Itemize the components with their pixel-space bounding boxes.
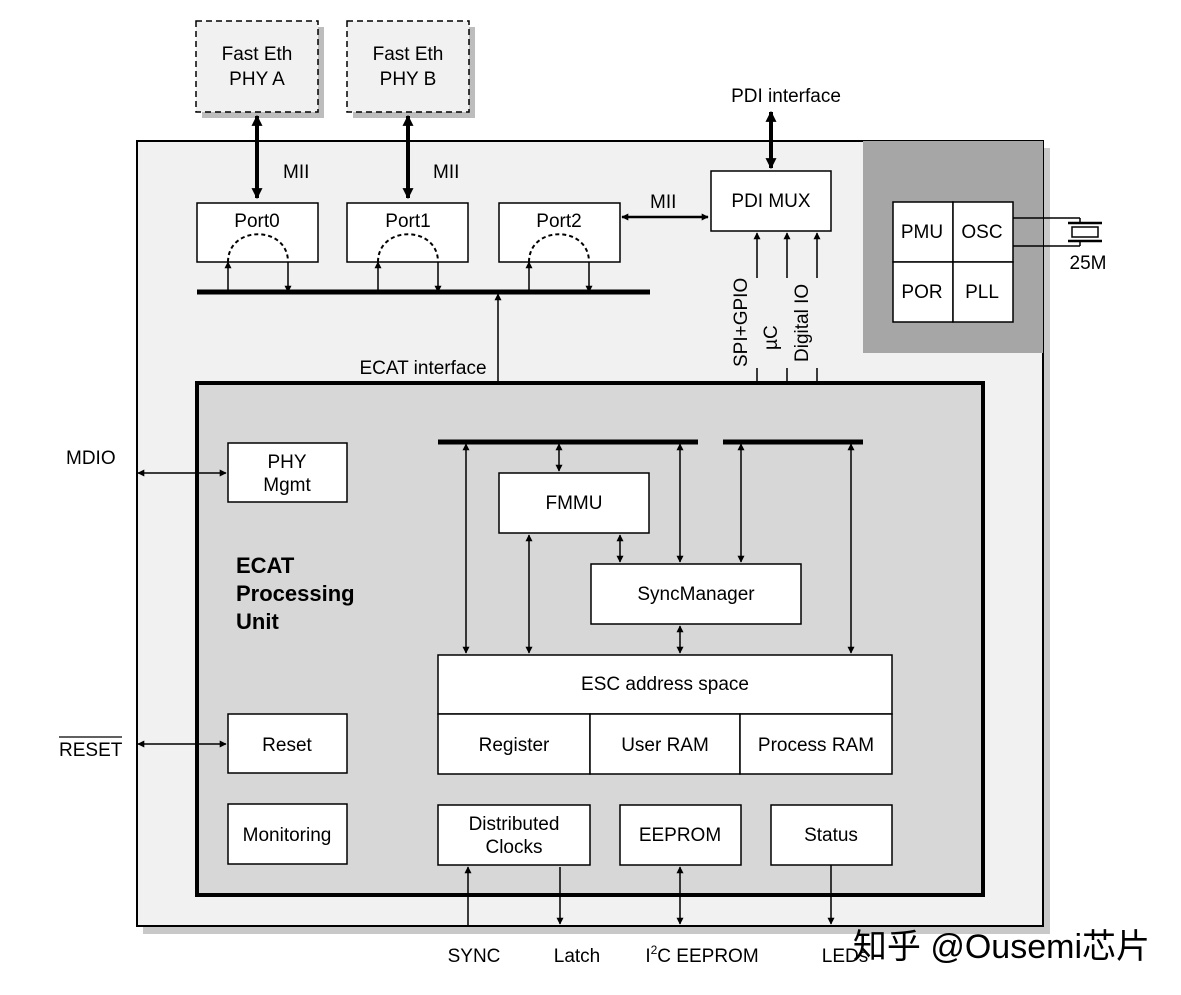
phy-a-line1: Fast Eth bbox=[222, 44, 293, 65]
eeprom-label: EEPROM bbox=[639, 825, 721, 846]
process-ram-box bbox=[739, 713, 893, 775]
sync-manager-box bbox=[590, 563, 802, 625]
pdi-line-dio-label: Digital IO bbox=[792, 284, 813, 362]
pll-label: PLL bbox=[965, 282, 999, 303]
port-1-label: Port1 bbox=[385, 211, 430, 232]
i2c-eeprom-pin-label: I2C EEPROM bbox=[645, 943, 758, 967]
pdi-interface-label: PDI interface bbox=[731, 86, 841, 107]
processing-unit-title-2: Processing bbox=[236, 581, 355, 606]
address-space-box bbox=[437, 654, 893, 715]
mii-label-a: MII bbox=[283, 162, 309, 183]
crystal-icon bbox=[1013, 217, 1102, 247]
status-label: Status bbox=[804, 825, 858, 846]
pdi-mux-label: PDI MUX bbox=[731, 191, 811, 212]
reset-box bbox=[227, 713, 348, 774]
address-space-label: ESC address space bbox=[581, 674, 749, 695]
port-2: Port2 bbox=[498, 202, 621, 293]
user-ram-box bbox=[589, 713, 741, 775]
phy-b-line1: Fast Eth bbox=[373, 44, 444, 65]
port-0-label: Port0 bbox=[234, 211, 279, 232]
pdi-mux-box bbox=[710, 170, 832, 232]
mii-label-pdi: MII bbox=[650, 192, 676, 213]
mii-label-b: MII bbox=[433, 162, 459, 183]
pdi-label-bg bbox=[728, 278, 820, 368]
leds-pin-label: LEDs bbox=[822, 946, 868, 967]
pmu-label: PMU bbox=[901, 222, 943, 243]
latch-pin-label: Latch bbox=[554, 946, 600, 967]
port-0: Port0 bbox=[196, 202, 319, 293]
mdio-label: MDIO bbox=[66, 448, 116, 469]
process-ram-label: Process RAM bbox=[758, 735, 874, 756]
por-label: POR bbox=[901, 282, 942, 303]
phy-a-box bbox=[195, 20, 319, 113]
clock-block: PMU OSC POR PLL bbox=[892, 201, 1014, 323]
ecat-interface-label: ECAT interface bbox=[359, 358, 486, 379]
port-1: Port1 bbox=[346, 202, 469, 293]
fmmu-box bbox=[498, 472, 650, 534]
reset-label: Reset bbox=[262, 735, 312, 756]
pdi-line-uc-label: µC bbox=[761, 325, 782, 350]
processing-unit-title-1: ECAT bbox=[236, 553, 295, 578]
sync-pin-label: SYNC bbox=[448, 946, 501, 967]
monitoring-box bbox=[227, 803, 348, 865]
pdi-line-spi-label: SPI+GPIO bbox=[731, 278, 752, 367]
phy-b-box bbox=[346, 20, 470, 113]
phy-mgmt-line2: Mgmt bbox=[263, 475, 311, 496]
phy-mgmt-line1: PHY bbox=[267, 452, 306, 473]
dc-line2: Clocks bbox=[485, 837, 542, 858]
fmmu-label: FMMU bbox=[546, 493, 603, 514]
phy-mgmt-box bbox=[227, 442, 348, 503]
eeprom-box bbox=[619, 804, 742, 866]
port-2-label: Port2 bbox=[536, 211, 581, 232]
sync-manager-label: SyncManager bbox=[637, 584, 755, 605]
dc-line1: Distributed bbox=[469, 814, 560, 835]
user-ram-label: User RAM bbox=[621, 735, 709, 756]
phy-b-line2: PHY B bbox=[380, 69, 437, 90]
phy-a-line2: PHY A bbox=[229, 69, 285, 90]
crystal-frequency: 25M bbox=[1070, 253, 1107, 274]
register-label: Register bbox=[479, 735, 550, 756]
processing-unit-title-3: Unit bbox=[236, 609, 279, 634]
osc-label: OSC bbox=[961, 222, 1002, 243]
reset-pin-label: RESET bbox=[59, 740, 123, 761]
internal-arrows bbox=[462, 443, 855, 654]
distributed-clocks-box bbox=[437, 804, 591, 866]
status-box bbox=[770, 804, 893, 866]
monitoring-label: Monitoring bbox=[243, 825, 332, 846]
watermark: 知乎 @Ousemi芯片 bbox=[853, 928, 1150, 966]
bottom-pin-links bbox=[464, 865, 835, 926]
